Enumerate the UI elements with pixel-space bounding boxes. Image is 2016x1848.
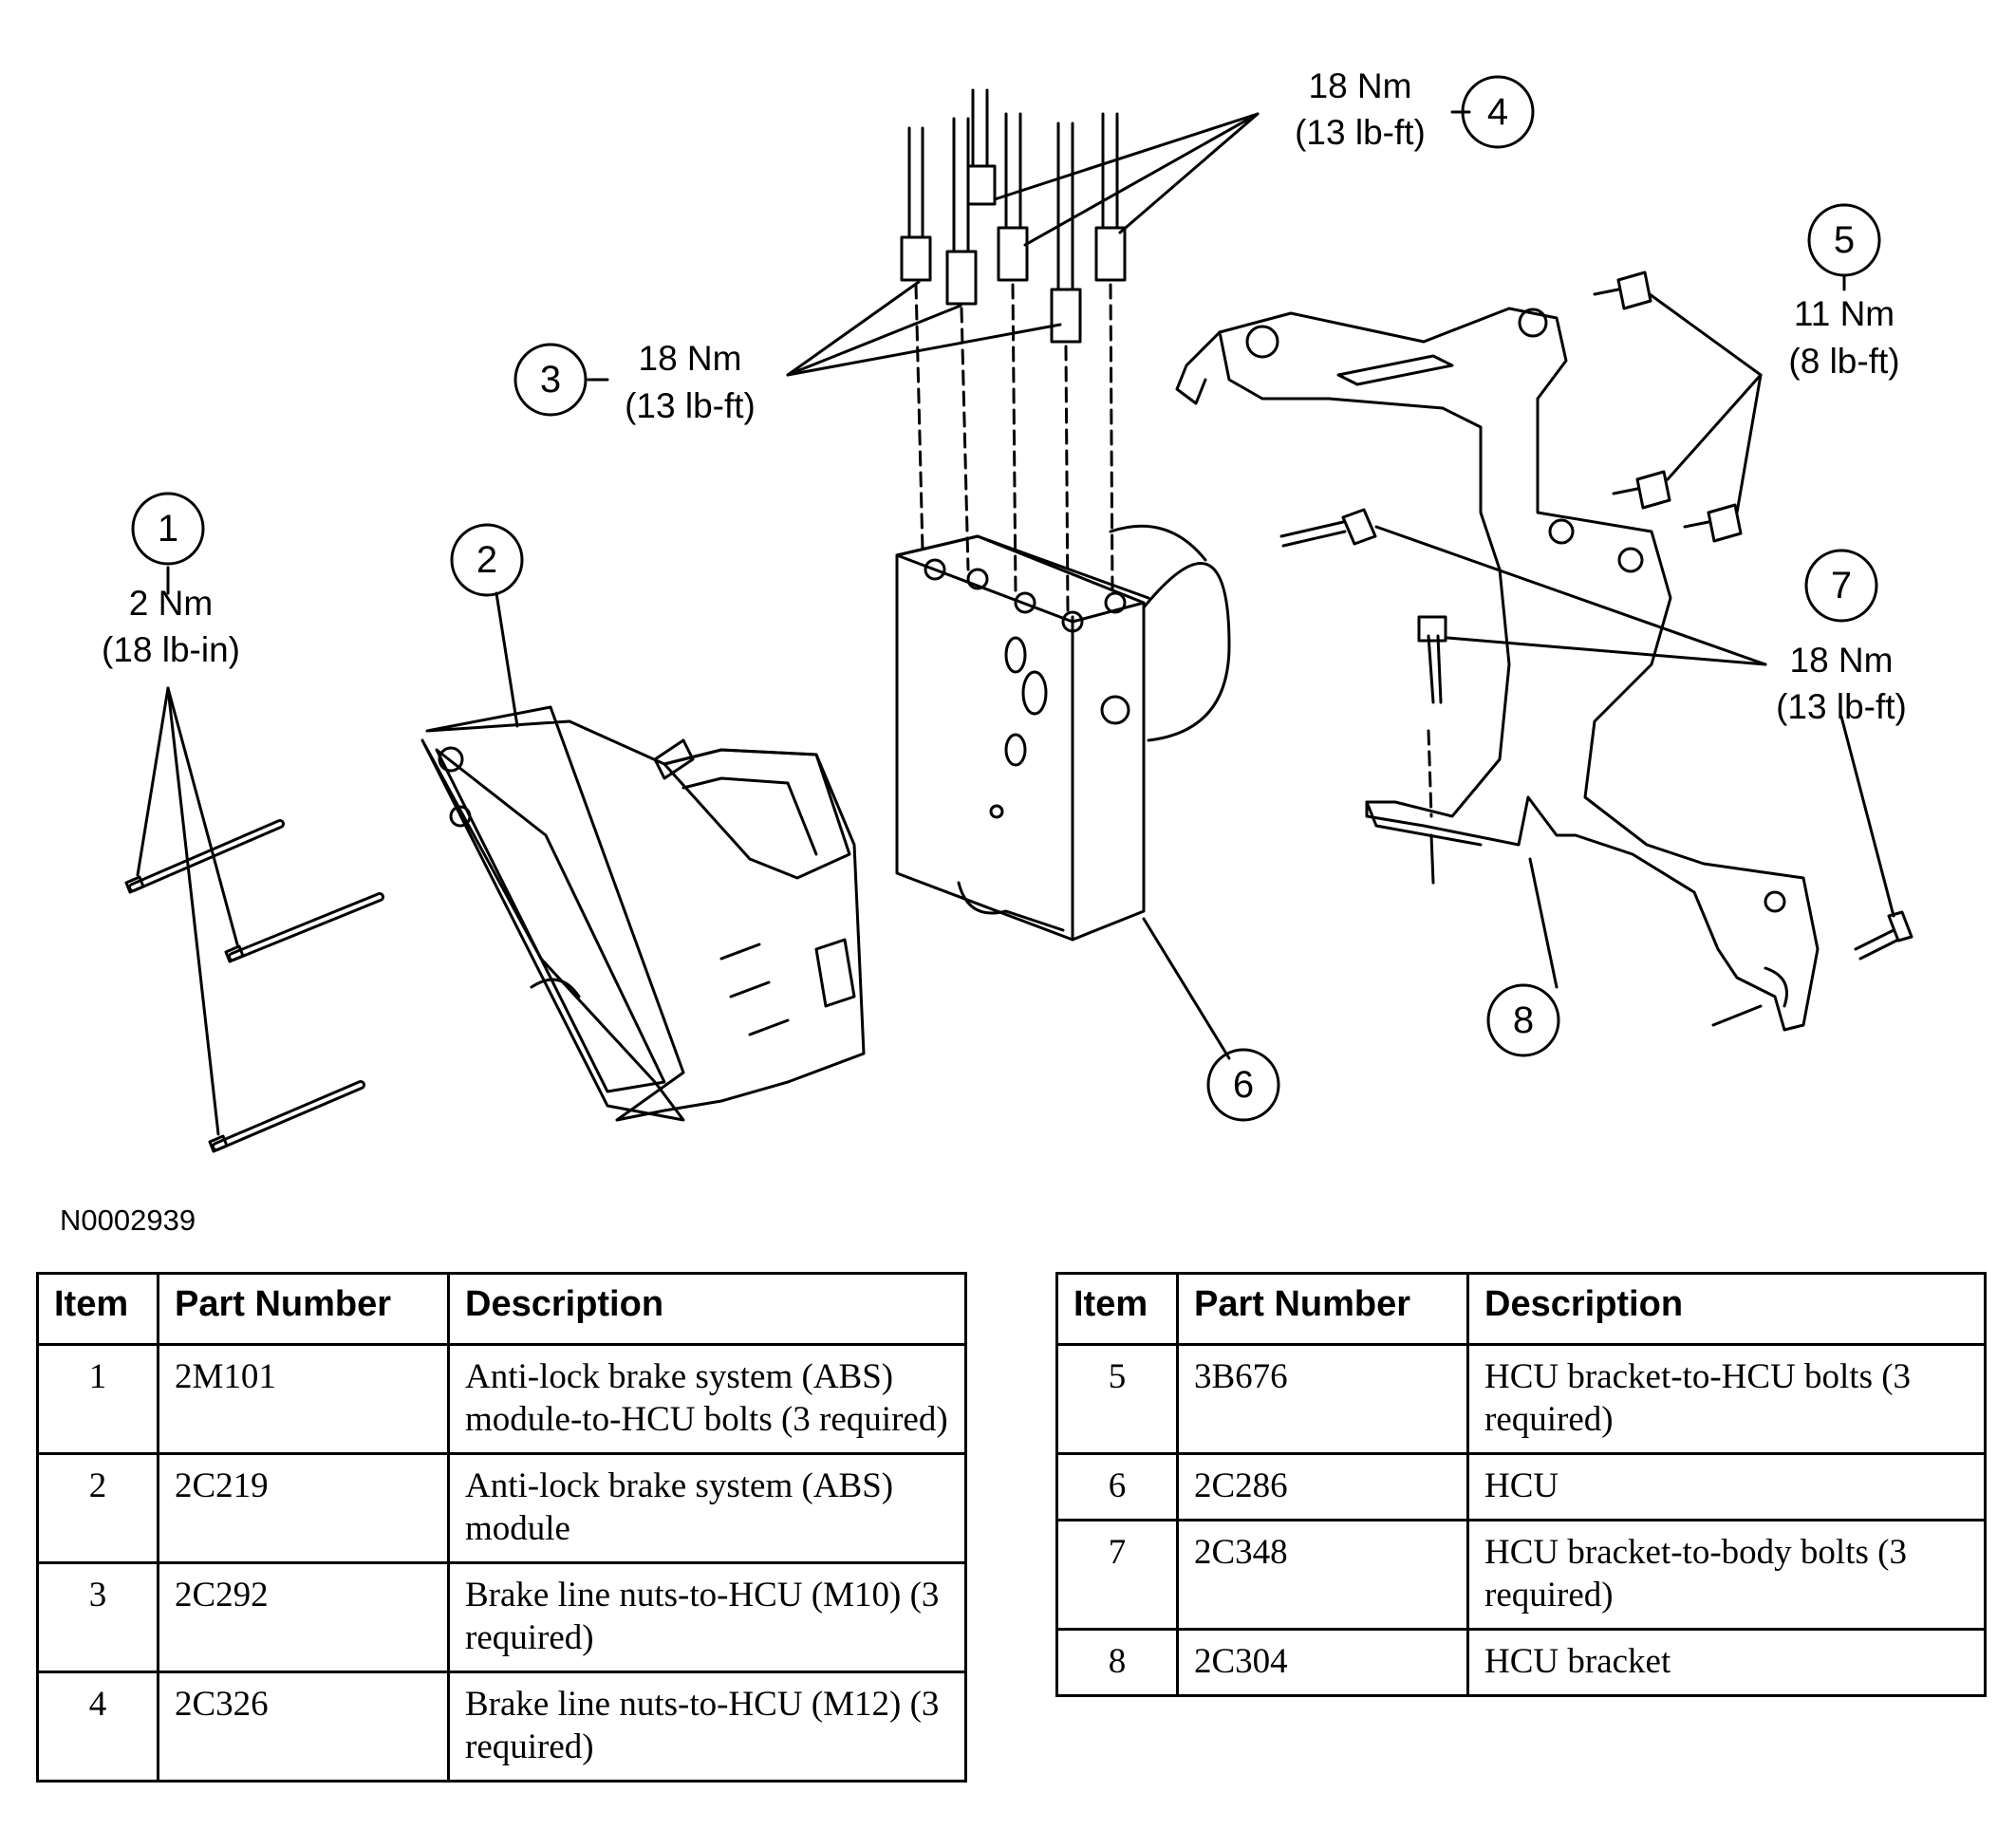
cell-description: Brake line nuts-to-HCU (M10) (3 required… — [447, 1561, 967, 1673]
callout-3-number: 3 — [540, 359, 561, 401]
header-part-number: Part Number — [157, 1272, 450, 1346]
callout-1-torque: 2 Nm — [129, 584, 213, 623]
callout-7-torque: 18 Nm — [1790, 641, 1894, 680]
table-row: 3 2C292 Brake line nuts-to-HCU (M10) (3 … — [36, 1561, 967, 1673]
bracket-to-hcu-bolts — [1593, 271, 1743, 543]
callout-6-number: 6 — [1233, 1064, 1254, 1106]
cell-item: 7 — [1055, 1519, 1179, 1631]
cell-description: Anti-lock brake system (ABS) module — [447, 1452, 967, 1564]
table-row: 7 2C348 HCU bracket-to-body bolts (3 req… — [1055, 1519, 1987, 1631]
cell-part-number: 2C286 — [1176, 1452, 1469, 1521]
brake-lines — [900, 88, 1127, 614]
leader-lines — [136, 110, 1895, 1136]
callout-5-number: 5 — [1834, 219, 1855, 261]
bracket-to-body-bolts — [1279, 508, 1913, 1027]
header-description: Description — [1466, 1272, 1987, 1346]
table-row: 8 2C304 HCU bracket — [1055, 1628, 1987, 1697]
hcu — [895, 524, 1231, 942]
cell-part-number: 3B676 — [1176, 1343, 1469, 1455]
cell-item: 1 — [36, 1343, 159, 1455]
cell-part-number: 2C348 — [1176, 1519, 1469, 1631]
hcu-bracket — [1175, 307, 1820, 1032]
callout-7-imperial: (13 lb-ft) — [1776, 687, 1907, 726]
cell-description: Anti-lock brake system (ABS) module-to-H… — [447, 1343, 967, 1455]
cell-part-number: 2M101 — [157, 1343, 450, 1455]
callout-1-number: 1 — [158, 508, 178, 550]
table-header-row: Item Part Number Description — [1055, 1272, 1987, 1346]
callout-4-imperial: (13 lb-ft) — [1295, 113, 1426, 152]
parts-table-right: Item Part Number Description 5 3B676 HCU… — [1055, 1272, 1987, 1697]
callout-8-number: 8 — [1513, 999, 1534, 1041]
cell-part-number: 2C326 — [157, 1671, 450, 1783]
table-row: 5 3B676 HCU bracket-to-HCU bolts (3 requ… — [1055, 1343, 1987, 1455]
callout-2-number: 2 — [476, 539, 497, 581]
cell-description: HCU bracket — [1466, 1628, 1987, 1697]
callout-4-number: 4 — [1487, 91, 1508, 133]
cell-part-number: 2C292 — [157, 1561, 450, 1673]
header-item: Item — [36, 1272, 159, 1346]
cell-item: 3 — [36, 1561, 159, 1673]
table-row: 4 2C326 Brake line nuts-to-HCU (M12) (3 … — [36, 1671, 967, 1783]
callout-5-torque: 11 Nm — [1794, 294, 1895, 333]
table-header-row: Item Part Number Description — [36, 1272, 967, 1346]
figure-id: N0002939 — [60, 1204, 196, 1237]
cell-description: Brake line nuts-to-HCU (M12) (3 required… — [447, 1671, 967, 1783]
callout-4-torque: 18 Nm — [1309, 66, 1412, 105]
cell-item: 2 — [36, 1452, 159, 1564]
cell-item: 5 — [1055, 1343, 1179, 1455]
table-row: 2 2C219 Anti-lock brake system (ABS) mod… — [36, 1452, 967, 1564]
cell-description: HCU bracket-to-body bolts (3 required) — [1466, 1519, 1987, 1631]
cell-item: 4 — [36, 1671, 159, 1783]
abs-module — [420, 705, 866, 1122]
header-item: Item — [1055, 1272, 1179, 1346]
cell-part-number: 2C219 — [157, 1452, 450, 1564]
callout-3-imperial: (13 lb-ft) — [625, 386, 756, 425]
header-description: Description — [447, 1272, 967, 1346]
parts-table-left: Item Part Number Description 1 2M101 Ant… — [36, 1272, 967, 1783]
cell-item: 6 — [1055, 1452, 1179, 1521]
callout-5-imperial: (8 lb-ft) — [1788, 342, 1899, 381]
exploded-view-diagram: 1 2 3 4 5 6 7 8 2 Nm (18 lb-in) 18 Nm (1… — [102, 66, 1913, 1153]
table-row: 6 2C286 HCU — [1055, 1452, 1987, 1521]
cell-description: HCU — [1466, 1452, 1987, 1521]
cell-description: HCU bracket-to-HCU bolts (3 required) — [1466, 1343, 1987, 1455]
cell-part-number: 2C304 — [1176, 1628, 1469, 1697]
header-part-number: Part Number — [1176, 1272, 1469, 1346]
abs-module-bolts — [124, 819, 384, 1153]
callout-7-number: 7 — [1831, 565, 1852, 607]
callout-3-torque: 18 Nm — [639, 339, 742, 378]
table-row: 1 2M101 Anti-lock brake system (ABS) mod… — [36, 1343, 967, 1455]
callout-1-imperial: (18 lb-in) — [102, 630, 240, 669]
cell-item: 8 — [1055, 1628, 1179, 1697]
